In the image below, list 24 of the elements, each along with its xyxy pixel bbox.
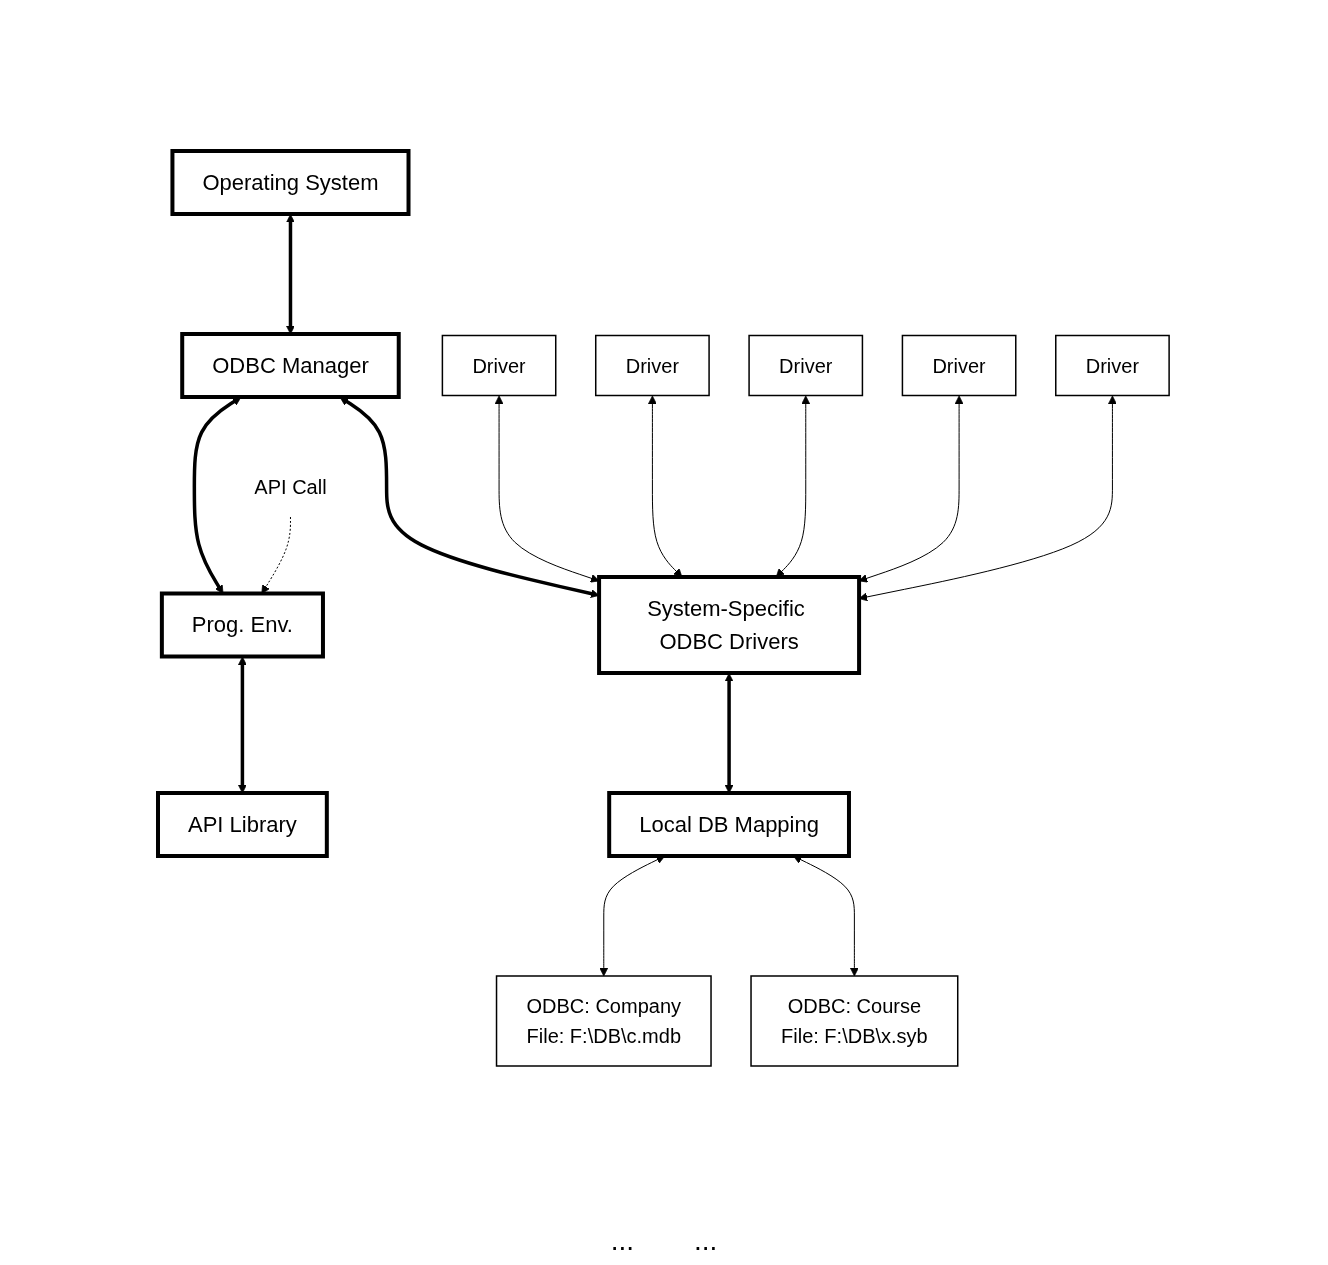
arrow	[859, 395, 964, 583]
node-box: Driver	[748, 334, 864, 397]
arrow	[725, 673, 734, 794]
node-box: Prog. Env.	[160, 591, 326, 659]
arrow	[776, 395, 811, 578]
arrow	[648, 395, 683, 578]
node-box: Driver	[902, 334, 1017, 397]
node-text: API Call	[254, 476, 328, 498]
node-box: ODBC: Company File: F:\DB\c.mdb	[496, 975, 713, 1067]
node-box: Driver	[1055, 334, 1171, 397]
node-box: System-Specific ODBC Drivers	[597, 575, 862, 675]
node-box: Driver	[595, 334, 711, 397]
arrow	[261, 516, 292, 594]
node-box: Local DB Mapping	[607, 791, 852, 858]
node-box: API Library	[156, 791, 330, 858]
node-box: Driver	[442, 334, 557, 397]
node-box: ODBC: Course File: F:\DB\x.syb	[750, 975, 959, 1067]
arrow	[238, 656, 248, 794]
ellipsis-note: ...	[610, 1225, 634, 1257]
arrow	[286, 214, 296, 335]
node-box: Operating System	[170, 149, 411, 216]
ellipsis-note: ...	[694, 1225, 718, 1257]
node-box: ODBC Manager	[180, 332, 402, 399]
arrow	[859, 395, 1118, 602]
